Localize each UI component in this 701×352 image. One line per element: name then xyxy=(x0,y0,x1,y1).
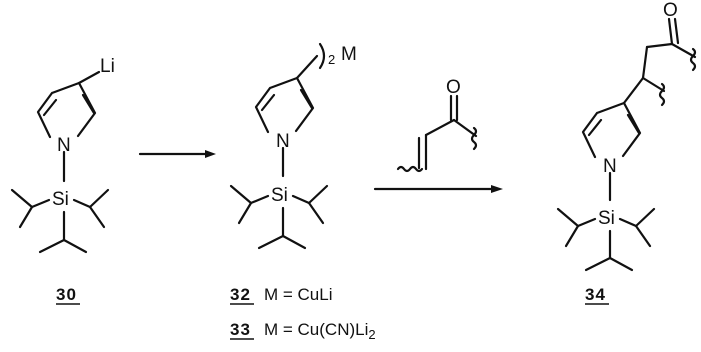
compound-34-label: 34 xyxy=(585,285,606,304)
compound-30-structure: Li N Si xyxy=(10,56,115,254)
compound-33-formula: M = Cu(CN)Li2 xyxy=(264,320,376,342)
lithium-atom-label: Li xyxy=(100,56,115,77)
cuprate-subscript-two: 2 xyxy=(328,52,335,67)
oxygen-atom-label: O xyxy=(446,77,461,98)
compound-34-structure: O N Si xyxy=(556,0,697,272)
reaction-arrow-2 xyxy=(373,185,503,193)
compound-32-formula: M = CuLi xyxy=(264,285,333,304)
compound-30-label: 30 xyxy=(56,285,77,304)
compound-33-label: 33 xyxy=(230,320,251,339)
silicon-atom-label: Si xyxy=(271,185,288,206)
reaction-arrow-1 xyxy=(138,150,216,158)
silicon-atom-label: Si xyxy=(598,208,615,229)
nitrogen-atom-label: N xyxy=(57,135,71,156)
oxygen-atom-label: O xyxy=(663,0,678,21)
silicon-atom-label: Si xyxy=(52,189,69,210)
compound-32-label: 32 xyxy=(230,285,251,304)
enone-reagent-structure: O xyxy=(396,77,478,173)
nitrogen-atom-label: N xyxy=(276,131,290,152)
metal-label: M xyxy=(341,44,357,65)
nitrogen-atom-label: N xyxy=(603,156,617,177)
compound-32-structure: 2 M N Si xyxy=(229,42,357,250)
